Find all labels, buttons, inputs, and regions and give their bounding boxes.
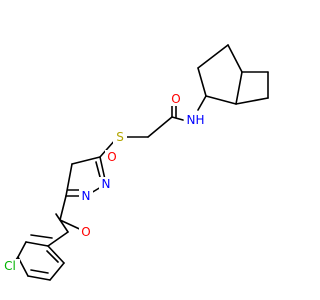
bond xyxy=(47,231,69,247)
bond xyxy=(59,195,67,221)
bond xyxy=(227,44,243,73)
bond xyxy=(171,116,184,121)
bond xyxy=(235,97,269,105)
bond xyxy=(27,275,51,281)
hydrogen-amide-label: H xyxy=(195,113,204,127)
oxygen-carbonyl-label: O xyxy=(171,92,180,106)
bond xyxy=(147,116,173,138)
bonds xyxy=(11,44,269,281)
chlorine-label: Cl xyxy=(4,259,16,273)
bond xyxy=(197,44,229,69)
sulfur-label: S xyxy=(116,130,124,144)
structure-drawing: O N H S O N N O Cl xyxy=(0,44,269,281)
bond xyxy=(65,163,73,197)
bond xyxy=(235,71,243,105)
bond xyxy=(197,67,207,97)
bond xyxy=(49,262,65,281)
bond xyxy=(95,161,101,178)
bond xyxy=(205,95,237,105)
oxygen-ring-label: O xyxy=(107,150,116,164)
nitrogen-ring-1-label: N xyxy=(82,189,91,203)
bond xyxy=(197,95,207,111)
nitrogen-ring-2-label: N xyxy=(102,177,111,191)
oxygen-ether-label: O xyxy=(81,225,90,239)
bond xyxy=(47,245,65,264)
bond xyxy=(46,250,59,263)
bond xyxy=(30,269,49,274)
bond xyxy=(55,213,69,233)
bond xyxy=(30,234,53,239)
nitrogen-amide-label: N xyxy=(187,113,196,127)
bond xyxy=(25,241,49,247)
bond xyxy=(17,241,27,258)
molecule-diagram: O N H S O N N O Cl xyxy=(0,44,269,281)
atom-labels: O N H S O N N O Cl xyxy=(0,92,206,273)
bond xyxy=(71,156,101,165)
